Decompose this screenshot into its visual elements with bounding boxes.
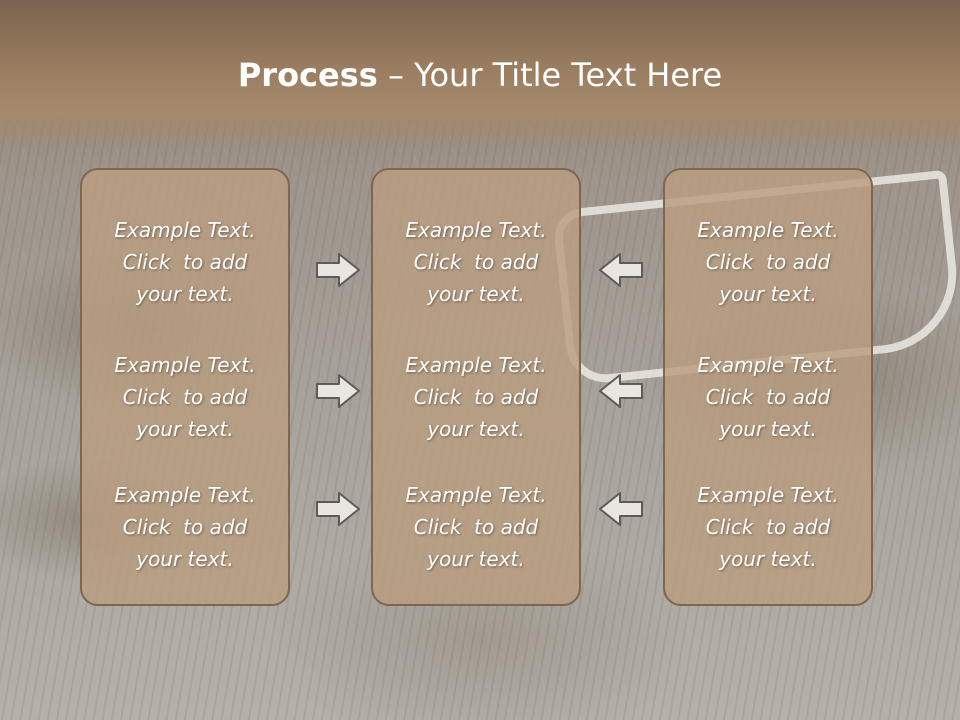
text-line: Click to add bbox=[705, 250, 831, 274]
process-box-right[interactable]: Example Text. Click to add your text. Ex… bbox=[663, 168, 873, 606]
text-line: Example Text. bbox=[697, 483, 839, 507]
arrow-right-icon bbox=[315, 372, 361, 410]
text-placeholder[interactable]: Example Text. Click to add your text. bbox=[665, 349, 871, 445]
arrow-right-icon bbox=[315, 251, 361, 289]
slide-title[interactable]: Process – Your Title Text Here bbox=[0, 52, 960, 98]
text-line: Example Text. bbox=[405, 353, 547, 377]
text-line: your text. bbox=[427, 547, 525, 571]
arrow-left-icon bbox=[598, 251, 644, 289]
text-line: Click to add bbox=[413, 515, 539, 539]
text-line: Click to add bbox=[705, 385, 831, 409]
text-line: Click to add bbox=[413, 250, 539, 274]
arrow-left-icon bbox=[598, 372, 644, 410]
text-line: Click to add bbox=[122, 515, 248, 539]
text-line: Example Text. bbox=[405, 483, 547, 507]
text-line: Example Text. bbox=[114, 483, 256, 507]
text-line: your text. bbox=[136, 282, 234, 306]
text-line: Click to add bbox=[122, 385, 248, 409]
text-line: Click to add bbox=[122, 250, 248, 274]
text-line: Click to add bbox=[705, 515, 831, 539]
text-placeholder[interactable]: Example Text. Click to add your text. bbox=[82, 349, 288, 445]
text-placeholder[interactable]: Example Text. Click to add your text. bbox=[373, 214, 579, 310]
text-line: Example Text. bbox=[114, 353, 256, 377]
text-line: your text. bbox=[427, 282, 525, 306]
text-line: Example Text. bbox=[114, 218, 256, 242]
text-line: your text. bbox=[427, 417, 525, 441]
arrow-right-icon bbox=[315, 490, 361, 528]
text-line: Example Text. bbox=[405, 218, 547, 242]
text-line: your text. bbox=[136, 547, 234, 571]
text-line: Click to add bbox=[413, 385, 539, 409]
header-band bbox=[0, 0, 960, 150]
process-box-center[interactable]: Example Text. Click to add your text. Ex… bbox=[371, 168, 581, 606]
title-rest: – Your Title Text Here bbox=[377, 56, 723, 94]
text-line: your text. bbox=[719, 282, 817, 306]
text-line: Example Text. bbox=[697, 353, 839, 377]
text-line: your text. bbox=[136, 417, 234, 441]
text-placeholder[interactable]: Example Text. Click to add your text. bbox=[665, 214, 871, 310]
process-box-left[interactable]: Example Text. Click to add your text. Ex… bbox=[80, 168, 290, 606]
text-line: Example Text. bbox=[697, 218, 839, 242]
text-placeholder[interactable]: Example Text. Click to add your text. bbox=[82, 479, 288, 575]
text-placeholder[interactable]: Example Text. Click to add your text. bbox=[373, 479, 579, 575]
title-bold: Process bbox=[237, 56, 378, 94]
text-line: your text. bbox=[719, 547, 817, 571]
text-placeholder[interactable]: Example Text. Click to add your text. bbox=[82, 214, 288, 310]
arrow-left-icon bbox=[598, 490, 644, 528]
text-placeholder[interactable]: Example Text. Click to add your text. bbox=[665, 479, 871, 575]
text-line: your text. bbox=[719, 417, 817, 441]
text-placeholder[interactable]: Example Text. Click to add your text. bbox=[373, 349, 579, 445]
